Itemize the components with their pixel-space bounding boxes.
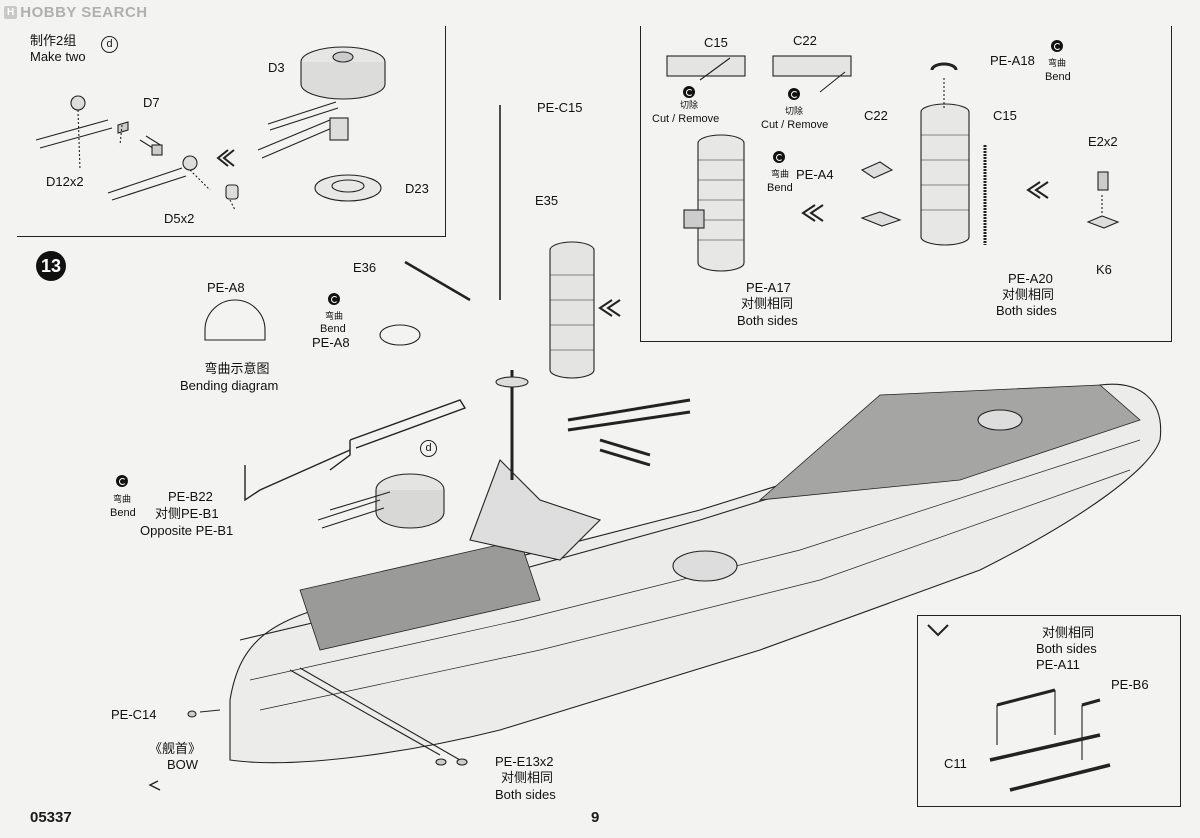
label-c15-b: C15 [993,108,1017,123]
ship-hull-drawing [148,105,1162,791]
bend-icon-a4 [773,151,785,163]
bend-cn-a8: 弯曲 [324,311,343,321]
label-pe-a11: PE-A11 [1036,657,1080,672]
label-pe-a20: PE-A20 [1008,271,1053,286]
label-pe-c14: PE-C14 [111,707,157,722]
label-pe-e13: PE-E13x2 [495,754,554,769]
cut-cn-1: 切除 [679,100,698,110]
label-e36: E36 [353,260,377,275]
label-opposite-en: Opposite PE-B1 [140,523,234,538]
cut-icon-2 [788,88,800,100]
cut-cn-2: 切除 [784,106,803,116]
logo-text: HOBBY SEARCH [20,4,148,21]
label-pe-b22: PE-B22 [168,489,213,504]
label-k6: K6 [1096,262,1112,277]
both-cn-e13: 对侧相同 [500,770,553,785]
bend-icon-a18 [1051,40,1063,52]
label-c22-b: C22 [864,108,888,123]
barrels-drawing [35,95,239,211]
panel-top-left [17,26,446,237]
make-two-cn: 制作2组 [30,33,77,48]
label-e2x2: E2x2 [1088,134,1118,149]
both-cn-a11: 对侧相同 [1041,625,1094,640]
label-c11: C11 [944,756,967,771]
bow-cn: 《舰首》 [149,741,202,756]
label-pe-a4: PE-A4 [796,167,834,182]
bend-cn-a4: 弯曲 [770,169,789,179]
label-pe-c15: PE-C15 [537,100,583,115]
label-pe-a18: PE-A18 [990,53,1035,68]
bending-diagram-cn: 弯曲示意图 [204,361,270,376]
bending-diagram-en: Bending diagram [180,378,279,393]
both-en-e13: Both sides [495,787,556,802]
both-cn-a20: 对侧相同 [1001,287,1054,302]
bend-en-a8: Bend [320,323,346,335]
label-c22: C22 [793,33,817,48]
bend-icon-b22 [116,475,128,487]
cut-en-2: Cut / Remove [761,119,829,131]
label-opposite-cn: 对侧PE-B1 [155,506,219,521]
make-two-en: Make two [30,49,86,64]
page-number: 9 [591,809,600,826]
bend-cn-a18: 弯曲 [1047,58,1066,68]
panel-bottom-right [917,615,1181,807]
bend-icon-a8 [328,293,340,305]
hobby-search-logo: H HOBBY SEARCH [4,4,148,21]
label-pe-a17: PE-A17 [746,280,791,295]
option-d-circle-top: d [101,36,118,53]
both-cn-a17: 对侧相同 [740,296,793,311]
label-d12: D12x2 [46,174,84,189]
funnel-parts-drawing [666,55,1120,272]
label-d23: D23 [405,181,429,196]
bend-en-b22: Bend [110,507,136,519]
both-en-a11: Both sides [1036,641,1097,656]
label-e35: E35 [535,193,559,208]
label-c15: C15 [704,35,728,50]
rail-detail-drawing [989,688,1111,792]
bow-en: BOW [167,757,199,772]
bend-en-a4: Bend [767,182,793,194]
logo-badge: H [4,6,18,19]
both-en-a17: Both sides [737,313,798,328]
panel-top-right [640,26,1172,342]
option-d-circle-main: d [420,440,437,457]
bend-cn-b22: 弯曲 [112,494,131,504]
cut-icon-1 [683,86,695,98]
turret-d3-drawing [257,46,386,202]
label-d3: D3 [268,60,285,75]
both-en-a20: Both sides [996,303,1057,318]
label-d7: D7 [143,95,160,110]
label-d5: D5x2 [164,211,195,226]
label-pe-b6: PE-B6 [1111,677,1149,692]
step-number-badge: 13 [36,251,66,281]
product-code: 05337 [30,809,72,826]
cut-en-1: Cut / Remove [652,113,720,125]
label-pe-a8-top: PE-A8 [207,280,245,295]
label-pe-a8: PE-A8 [312,335,350,350]
bend-en-a18: Bend [1045,71,1071,83]
